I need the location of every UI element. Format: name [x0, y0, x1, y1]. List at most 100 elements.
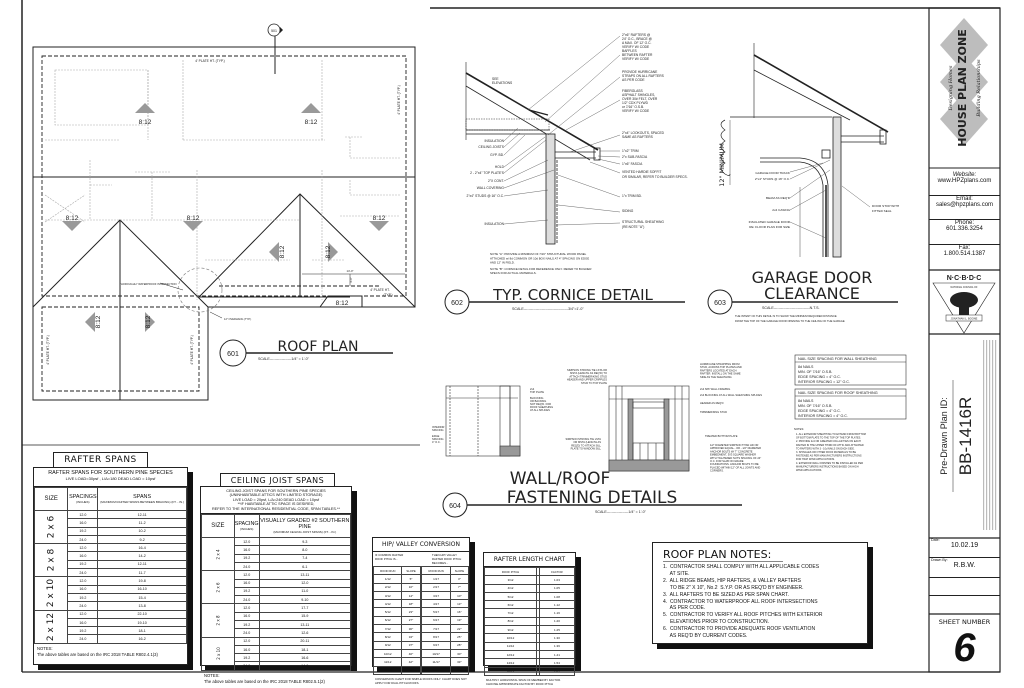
table-cell: 1.16 [538, 608, 576, 618]
table-cell: 12.0 [67, 609, 99, 619]
pitch-markers [62, 103, 389, 332]
cornice-callout: 2"x SUB-FASCIA [622, 155, 648, 159]
cornice-callout: AS PER CODE [622, 78, 645, 82]
pitch-arrow-icon [301, 103, 321, 113]
table-cell: 8/17 [421, 632, 451, 642]
notes-text: The above tables are based on the IRC 20… [37, 651, 158, 657]
table-cell: 19.2 [67, 526, 99, 536]
roof-plan [32, 25, 416, 401]
detail-title: FASTENING DETAILS [507, 488, 678, 508]
pitch-label: 8:12 [66, 215, 79, 222]
fastening-callout: TREATED BOTTOM PLATE [705, 434, 738, 438]
box-line: MIN. OF 7/16" O.S.B. [798, 370, 832, 374]
size-cell: 2 x 6 [33, 509, 69, 545]
pitch-arrow-icon [85, 312, 95, 332]
garage-callout: BEAM AS REQ'D [766, 196, 791, 200]
table-cell: 19-8 [97, 576, 187, 586]
box-title: NAIL SIZE SPACING FOR WALL SHEATHING [798, 357, 877, 361]
table-cell: 12.0 [233, 537, 260, 547]
date-value: 10.02.19 [950, 542, 979, 549]
pitch-label: 8:12 [139, 119, 152, 126]
company-logo-text: HOUSE PLAN ZONE [956, 29, 969, 146]
cornice-callout: VERIFY W/ CODE [622, 109, 650, 113]
table-cell: 7° [449, 582, 470, 592]
fastening-callout: ATTACH TRIMMER/KING STUD [569, 374, 607, 378]
cornice-notes: NOTE "A": PROVIDE A MINIMUM OF 7/16" STR… [490, 252, 591, 275]
table-cell: 6/12 [372, 615, 403, 626]
box-line: EDGE SPACING = 4" O.C. [798, 409, 841, 413]
cornice-callout: WALL COVERING [477, 186, 505, 190]
column-header: SPACING(INCHES) [233, 514, 260, 539]
cornice-callout: INSULATION [484, 222, 504, 226]
plan-id: BB-1416R [956, 397, 975, 475]
roof-notes-list: 1. CONTRACTOR SHALL COMPLY WITH ALL APPL… [663, 564, 857, 640]
pitch-arrow-icon [269, 242, 279, 262]
fastening-callout: MSTA (LENGTH AS REQ'D) TO [570, 371, 607, 375]
table-cell: 19.2 [67, 592, 99, 603]
table-cell: 11-2 [97, 518, 187, 528]
table-cell: 16° [449, 607, 470, 617]
left-head: IF COMMON RAFTER ROOF PITCH IS... [375, 553, 404, 561]
table-cell: 24.0 [233, 561, 260, 572]
table-cell: 9/12 [372, 640, 403, 650]
logo-tagline: Designing Homes [948, 65, 954, 111]
table-cell: 12.0 [67, 509, 99, 520]
roof-note-line: 2. ALL RIDGE BEAMS, HIP RAFTERS, & VALLE… [663, 577, 801, 584]
fastening-note: WIND APPLICATIONS. [796, 469, 822, 472]
fastening-callout: STUD, ACROSS TOP PLATES AND [700, 365, 742, 369]
pitch-arrow-icon [369, 221, 389, 231]
cornice-callout: BETWEEN RAFTER [622, 53, 653, 57]
fastening-callout: ROOF SHEATHING [530, 405, 553, 409]
plate-height-label: 4' PLATE HT. (TYP.) [195, 59, 224, 63]
fastening-callout: O.C. FOR SLAB ON GRADE [710, 459, 744, 463]
ceiling_joists-size: 2 x 10 [215, 647, 221, 660]
section-marker-501[interactable]: 501 [267, 23, 283, 37]
fastening-callout: RAFTER. INSTALL ON THE SAME [700, 372, 741, 376]
table-cell: 16-4 [97, 543, 187, 553]
sheet-number-section: SHEET NUMBER 6 [929, 614, 1000, 672]
table-cell: 16.0 [233, 545, 260, 555]
column-header-title: SPACING [234, 521, 259, 528]
fastening-callout: APPROVED EQUAL - OR - 1/2" DIAMETER [710, 446, 761, 450]
fastening-callout: OR MSTA (LENGTH AS [573, 440, 601, 444]
table-notes: NOTES: The above tables are based on the… [201, 671, 351, 687]
column-header-title: SPANS [133, 494, 152, 500]
table-cell: 3/17 [421, 590, 451, 601]
table-cell: 20-11 [258, 636, 352, 646]
garage-note: THE INTENT OF THIS DETAIL IS TO SHOW THE… [735, 314, 837, 318]
hip-valley-footer: CONVERSION CHART FOR SIMPLE ROOFS ONLY. … [375, 676, 467, 685]
table-cell: 37° [401, 640, 421, 650]
table-cell: 16.0 [233, 644, 260, 655]
box-line: EDGE SPACING = 4" O.C. [798, 375, 841, 379]
table-cell: 8/12 [372, 632, 403, 642]
email-link[interactable]: sales@hpzplans.com [935, 202, 994, 208]
size-cell: 2 x 8 [201, 603, 235, 638]
table-cell: 14° [401, 590, 421, 601]
fastening-callout: RAFTERS LOCATED AT EACH [700, 368, 737, 372]
table-cell: 27° [401, 615, 421, 626]
column-header: ROOD RUN [421, 565, 451, 576]
table-subtitle: CEILING JOIST SPANS FOR SOUTHERN PINE SP… [226, 489, 326, 493]
website-section: Website: www.HPZplans.com [929, 172, 1000, 196]
date-label: Date: [931, 538, 940, 542]
notes-label: NOTES: [204, 672, 220, 678]
notes-text: The above tables are based on the IRC 20… [204, 678, 325, 684]
fastening-callout: SIMPSON STRONG TIE LSTA [565, 437, 601, 441]
website-link[interactable]: www.HPZplans.com [937, 178, 992, 184]
table-cell: 12-11 [97, 559, 187, 570]
garage-callout: FITTED SEAL [872, 209, 892, 213]
phone-label: Phone: [954, 220, 975, 226]
column-header: VISUALLY GRADED #2 SOUTHERN PINE(MAXIMUM… [258, 514, 352, 539]
cornice-callout: FIBERGLASS [622, 89, 644, 93]
table-cell: 14/12 [483, 658, 538, 668]
table-cell: 19.2 [233, 586, 260, 597]
